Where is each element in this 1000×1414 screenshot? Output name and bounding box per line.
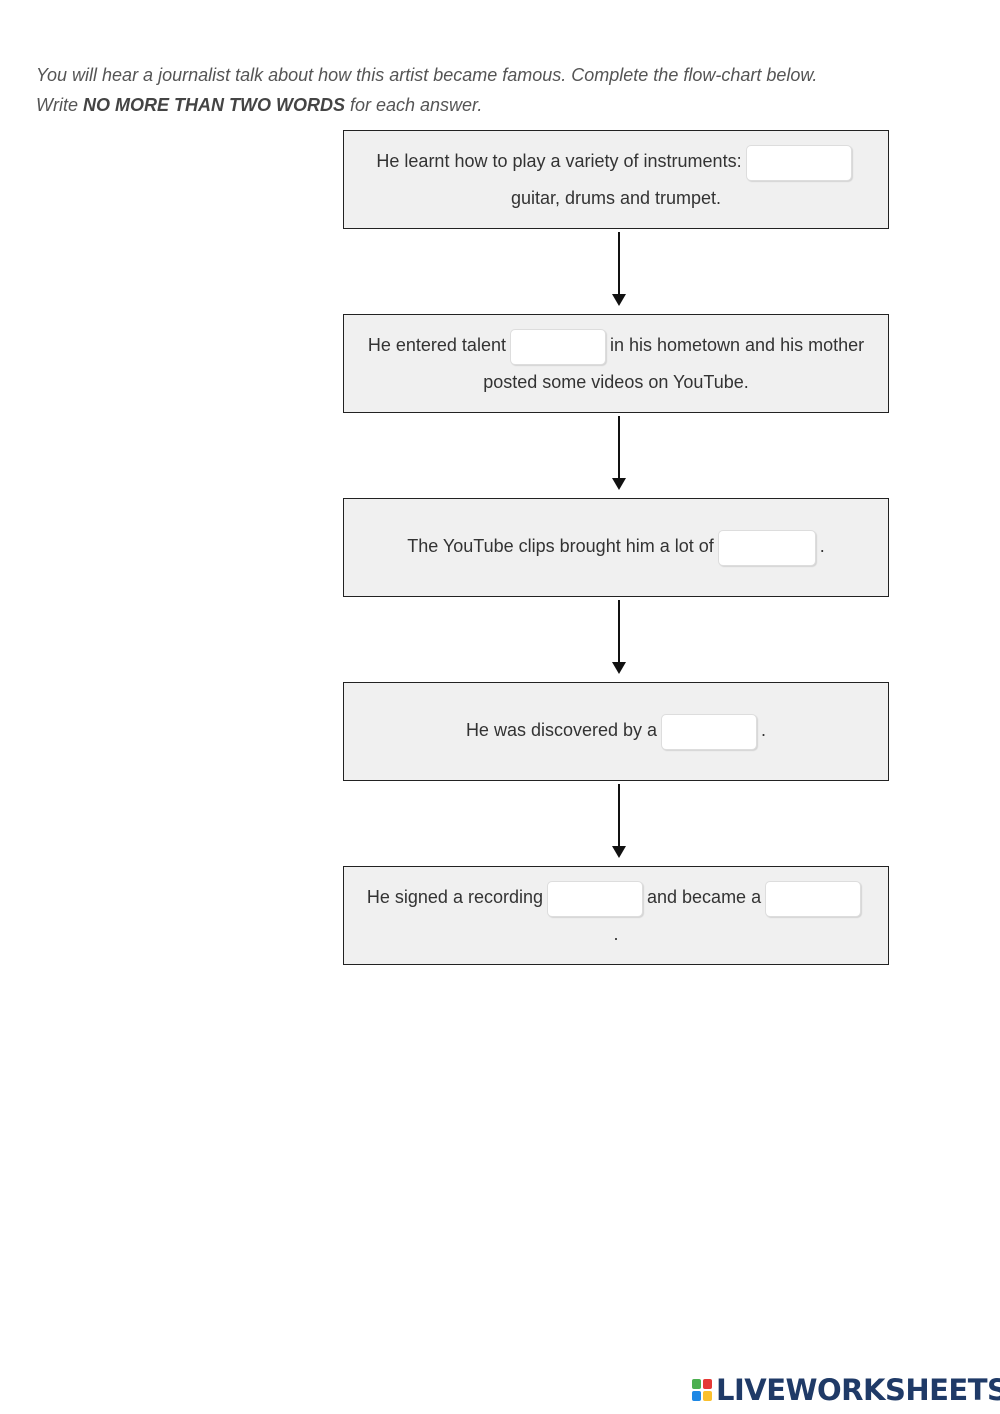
step-1-text-b: guitar, drums and trumpet. <box>510 187 722 208</box>
step-3-text-b: . <box>819 536 825 557</box>
flow-step-1: He learnt how to play a variety of instr… <box>343 130 889 229</box>
answer-blank-4[interactable] <box>661 713 758 750</box>
step-2-text-b: in his hometown and his mother posted so… <box>483 335 865 392</box>
instructions-line-2: Write NO MORE THAN TWO WORDS for each an… <box>36 95 483 115</box>
instructions: You will hear a journalist talk about ho… <box>36 60 936 120</box>
answer-blank-2[interactable] <box>509 328 606 365</box>
answer-blank-5[interactable] <box>547 880 643 917</box>
flow-step-4: He was discovered by a. <box>343 682 889 781</box>
instructions-emphasis: NO MORE THAN TWO WORDS <box>83 95 345 115</box>
step-5-text-b: and became a <box>647 887 762 908</box>
flow-arrow-4 <box>612 784 626 858</box>
instructions-line-1: You will hear a journalist talk about ho… <box>36 65 818 85</box>
flow-arrow-1 <box>612 232 626 306</box>
logo-text: LIVEWORKSHEETS <box>716 1373 1000 1407</box>
answer-blank-6[interactable] <box>765 880 862 917</box>
flow-arrow-2 <box>612 416 626 490</box>
step-1-text-a: He learnt how to play a variety of instr… <box>376 151 742 172</box>
flow-step-3: The YouTube clips brought him a lot of. <box>343 498 889 597</box>
answer-blank-1[interactable] <box>745 144 852 181</box>
step-5-text-c: . <box>613 923 619 944</box>
liveworksheets-logo: LIVEWORKSHEETS <box>692 1372 1000 1408</box>
flow-step-5: He signed a recording and became a . <box>343 866 889 965</box>
logo-grid-icon <box>692 1379 712 1401</box>
answer-blank-3[interactable] <box>717 529 816 566</box>
step-2-text-a: He entered talent <box>367 335 506 356</box>
step-4-text-a: He was discovered by a <box>465 720 658 741</box>
flow-arrow-3 <box>612 600 626 674</box>
step-4-text-b: . <box>761 720 767 741</box>
step-3-text-a: The YouTube clips brought him a lot of <box>407 536 714 557</box>
step-5-text-a: He signed a recording <box>366 887 543 908</box>
